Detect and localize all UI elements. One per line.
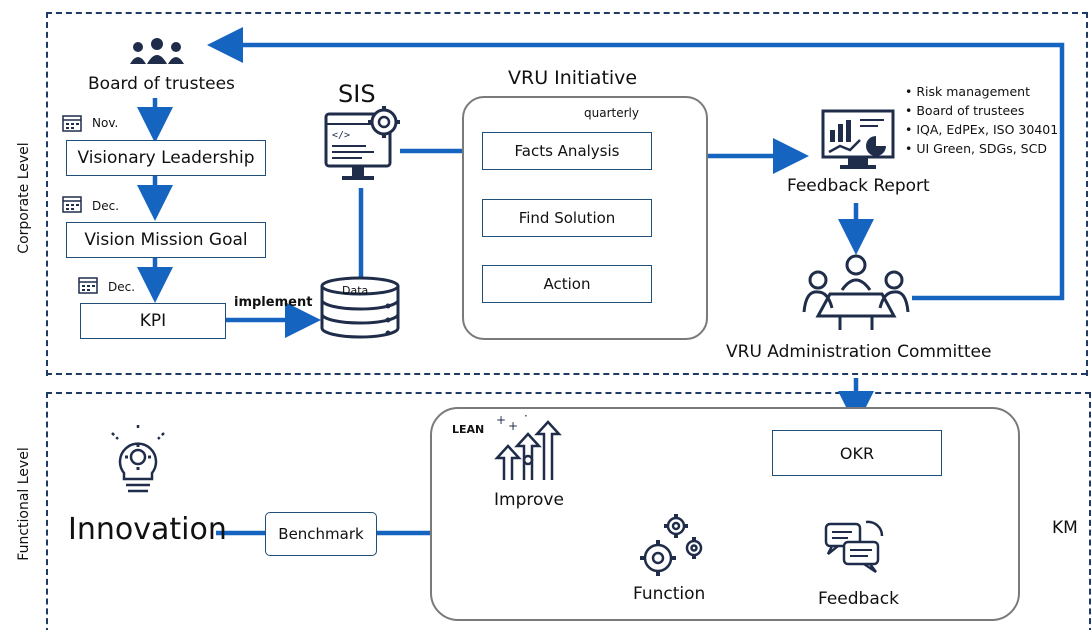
meeting-icon (802, 254, 910, 330)
svg-text:+: + (496, 413, 506, 427)
vru-initiative-title: VRU Initiative (508, 67, 638, 89)
gears-icon (640, 514, 703, 576)
step2-month: Dec. (92, 199, 120, 213)
dashboard-report-icon (821, 109, 895, 169)
corporate-level-bottom-border (46, 373, 1087, 375)
quarterly-label: quarterly (584, 106, 639, 120)
calendar-icon (78, 277, 98, 294)
implement-label: implement (234, 295, 313, 310)
okr-box: OKR (772, 430, 942, 476)
step3-month: Dec. (108, 280, 136, 294)
find-solution-box: Find Solution (482, 199, 652, 237)
people-group-icon (130, 38, 184, 64)
sis-label: SIS (338, 80, 376, 108)
report-bullet-item: • IQA, EdPEx, ISO 30401 (905, 122, 1059, 137)
benchmark-box: Benchmark (265, 512, 377, 556)
committee-label: VRU Administration Committee (726, 342, 992, 362)
lightbulb-gear-icon (111, 425, 165, 493)
report-bullet-item: • UI Green, SDGs, SCD (905, 141, 1047, 156)
feedback-label: Feedback (818, 589, 899, 609)
data-label: Data (342, 284, 369, 297)
report-bullet-item: • Risk management (905, 84, 1030, 99)
action-box: Action (482, 265, 652, 303)
corporate-level-frame (46, 12, 1088, 376)
computer-settings-icon: </> (324, 106, 400, 180)
report-bullet-item: • Board of trustees (905, 103, 1025, 118)
arrow-committee-to-board (207, 27, 1065, 301)
improve-label: Improve (494, 490, 564, 510)
calendar-icon (62, 115, 82, 132)
report-bullet-list: • Risk management • Board of trustees • … (905, 82, 1058, 158)
svg-text:</>: </> (332, 130, 350, 141)
functional-level-frame (46, 392, 1091, 630)
database-icon (320, 276, 400, 339)
step1-month: Nov. (92, 116, 119, 130)
function-label: Function (633, 584, 706, 604)
km-label: KM (1052, 518, 1078, 538)
board-label: Board of trustees (88, 74, 235, 94)
visionary-leadership-box: Visionary Leadership (66, 140, 266, 176)
facts-analysis-box: Facts Analysis (482, 132, 652, 170)
svg-text:·: · (524, 412, 528, 423)
vision-mission-goal-box: Vision Mission Goal (66, 222, 266, 258)
growth-arrows-icon: ++ · (494, 412, 562, 480)
lean-label: LEAN (452, 423, 485, 436)
innovation-label: Innovation (68, 512, 227, 547)
calendar-icon (62, 196, 82, 213)
kpi-box: KPI (80, 303, 226, 339)
svg-text:+: + (508, 419, 518, 433)
feedback-report-label: Feedback Report (787, 176, 930, 196)
feedback-chat-icon (824, 520, 884, 574)
